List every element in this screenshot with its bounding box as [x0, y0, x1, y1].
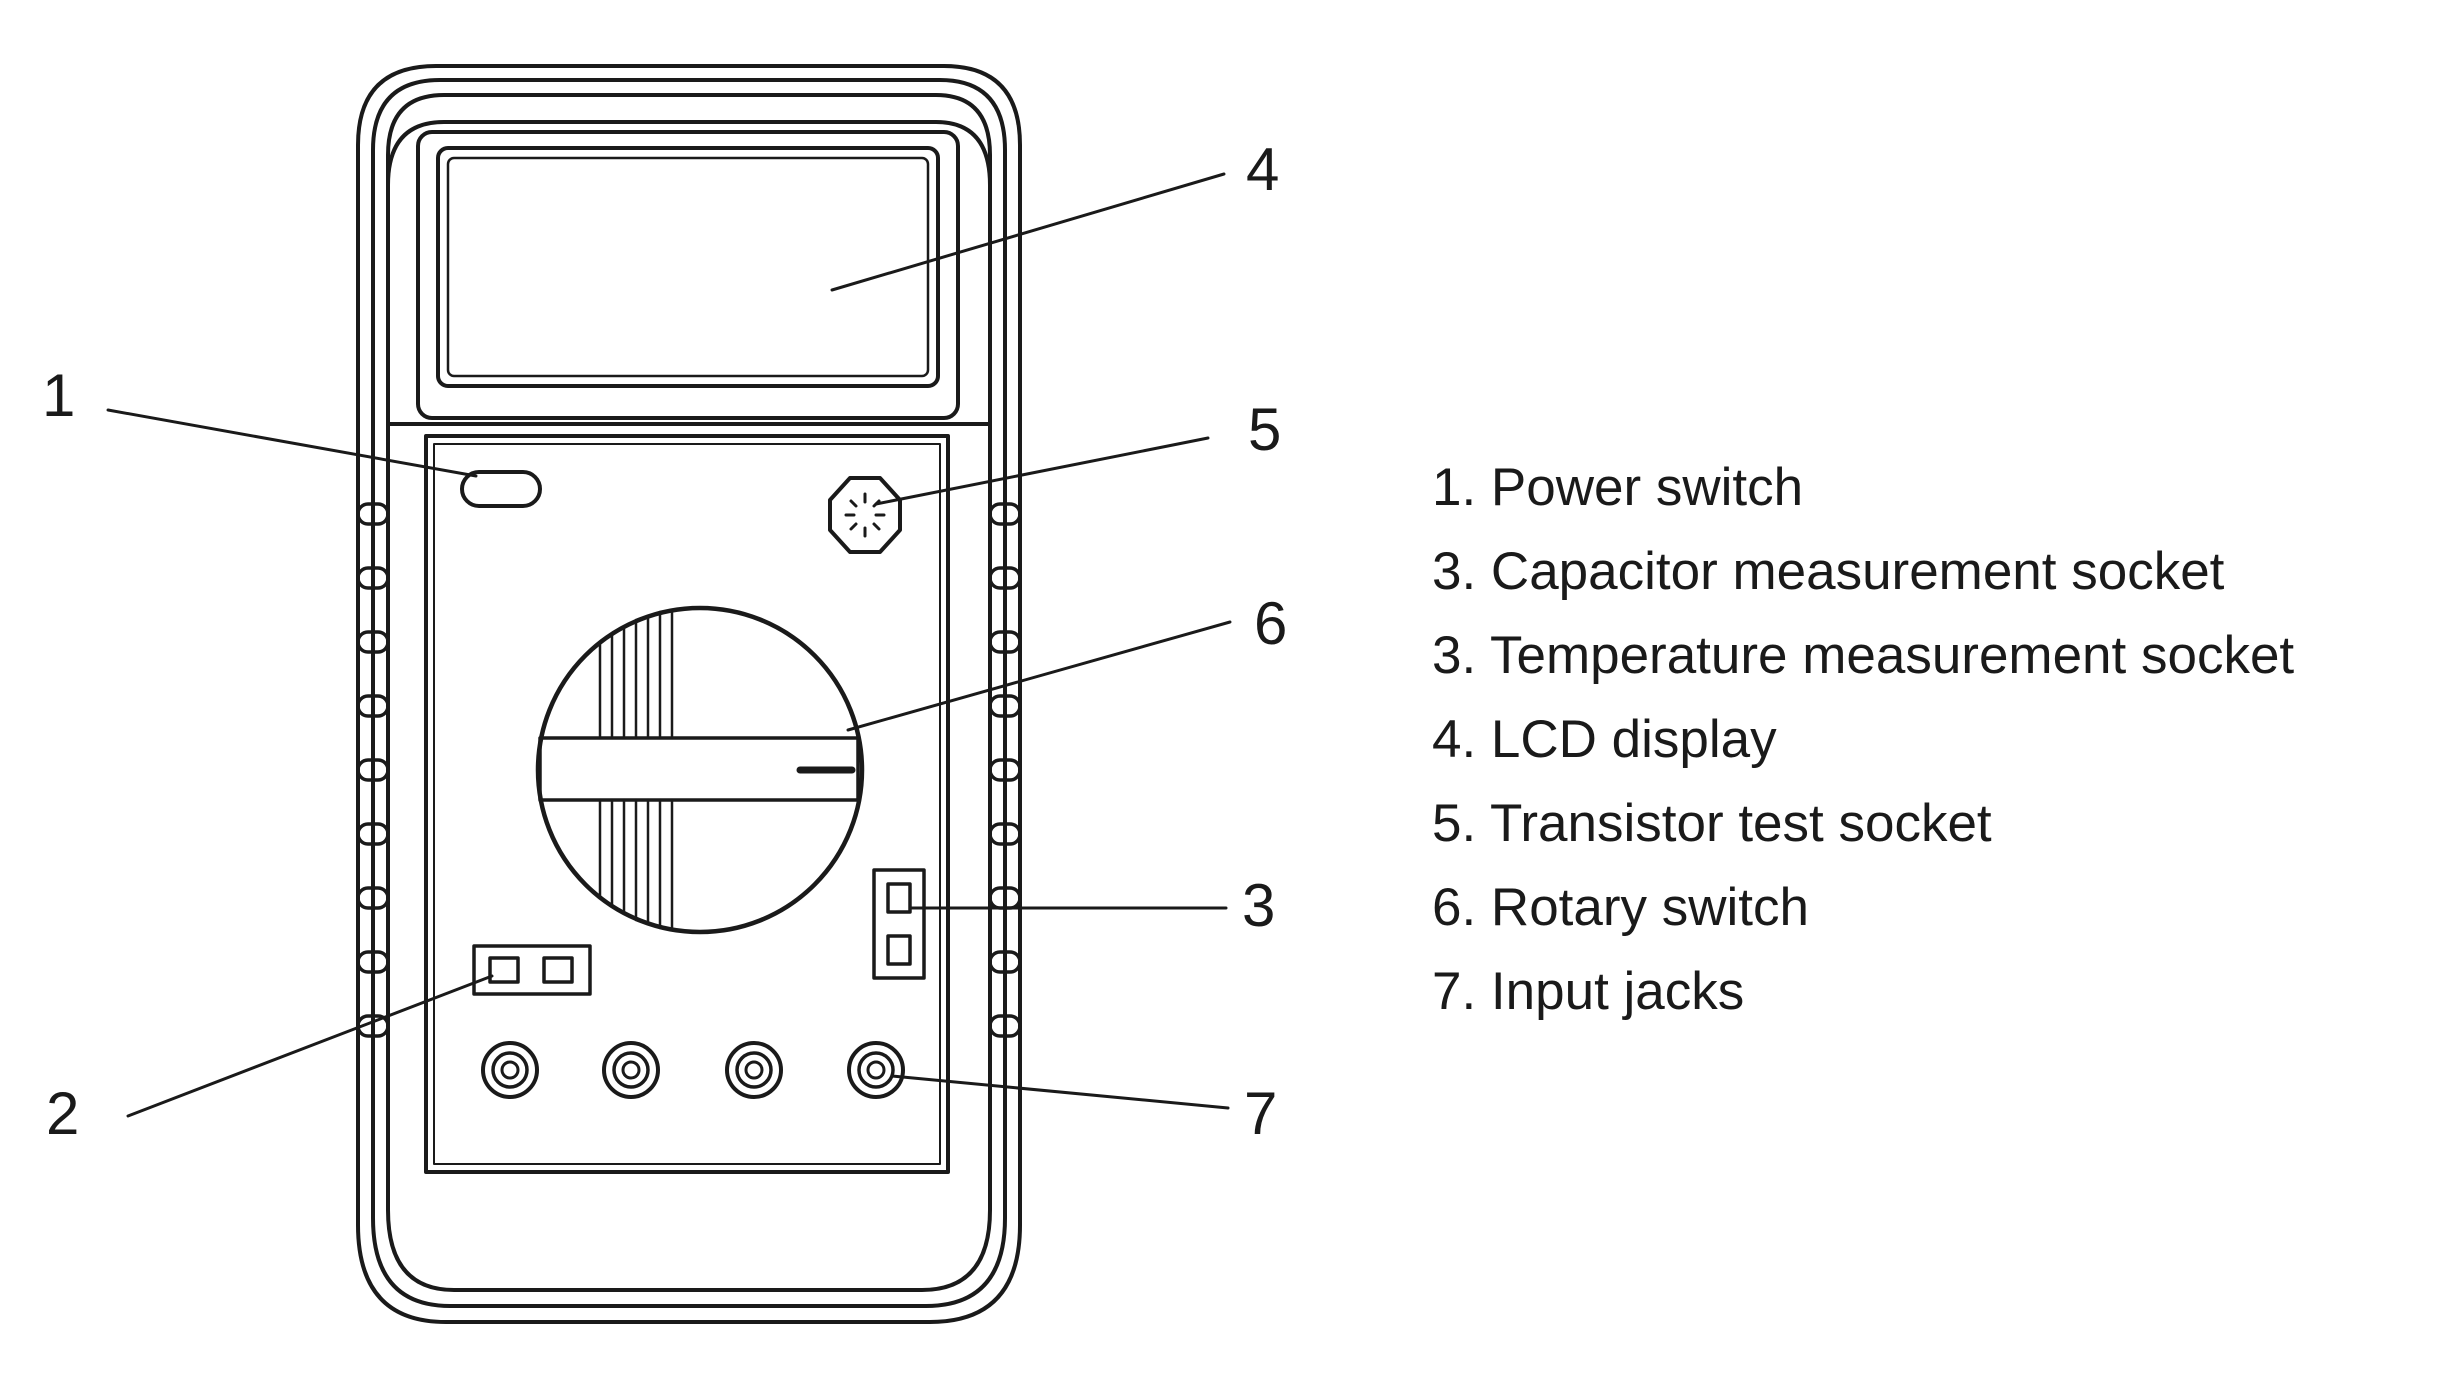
callout-6: 6 — [1254, 590, 1288, 657]
display-bezel-inner — [416, 130, 960, 420]
input-jacks — [481, 1041, 905, 1099]
case-outline-inner — [386, 93, 992, 1292]
transistor-test-socket — [828, 476, 902, 554]
front-panel — [424, 434, 950, 1174]
callout-1: 1 — [42, 362, 76, 429]
case-outline-middle — [371, 78, 1007, 1308]
rotary-switch — [535, 605, 865, 935]
dual-slot-socket — [472, 944, 592, 996]
power-switch — [460, 470, 542, 508]
lcd-display — [436, 146, 940, 388]
input-jack — [481, 1041, 539, 1099]
input-jack — [725, 1041, 783, 1099]
legend-item: 4. LCD display — [1432, 710, 1777, 769]
case-outline-outer — [356, 64, 1022, 1324]
leader-line-6 — [846, 620, 1232, 732]
callout-7: 7 — [1244, 1080, 1278, 1147]
legend-item: 3. Temperature measurement socket — [1432, 626, 2295, 685]
callout-4: 4 — [1246, 136, 1280, 203]
callout-3: 3 — [1242, 872, 1276, 939]
legend-item: 3. Capacitor measurement socket — [1432, 542, 2225, 601]
callout-5: 5 — [1248, 396, 1282, 463]
input-jack — [602, 1041, 660, 1099]
lcd-display-glass — [446, 156, 930, 378]
legend-item: 6. Rotary switch — [1432, 878, 1810, 937]
capacitor-temperature-socket — [872, 868, 926, 980]
grip-bumps-left — [356, 502, 390, 1038]
legend: 1. Power switch 3. Capacitor measurement… — [1432, 458, 2294, 1046]
rotary-switch-grip-lines — [598, 608, 674, 932]
input-jack — [847, 1041, 905, 1099]
grip-bumps-right — [988, 502, 1022, 1038]
legend-item: 7. Input jacks — [1432, 962, 1745, 1021]
legend-item: 5. Transistor test socket — [1432, 794, 1992, 853]
leader-lines — [106, 172, 1232, 1118]
transistor-socket-pins — [844, 492, 886, 538]
front-panel-inner — [433, 443, 941, 1165]
leader-line-1 — [106, 408, 478, 478]
leader-line-7 — [890, 1074, 1230, 1110]
leader-line-4 — [830, 172, 1226, 292]
legend-item: 1. Power switch — [1432, 458, 1804, 517]
callout-2: 2 — [46, 1080, 80, 1147]
leader-line-5 — [874, 436, 1210, 506]
leader-line-2 — [126, 974, 494, 1118]
display-bezel-outer — [386, 120, 992, 426]
